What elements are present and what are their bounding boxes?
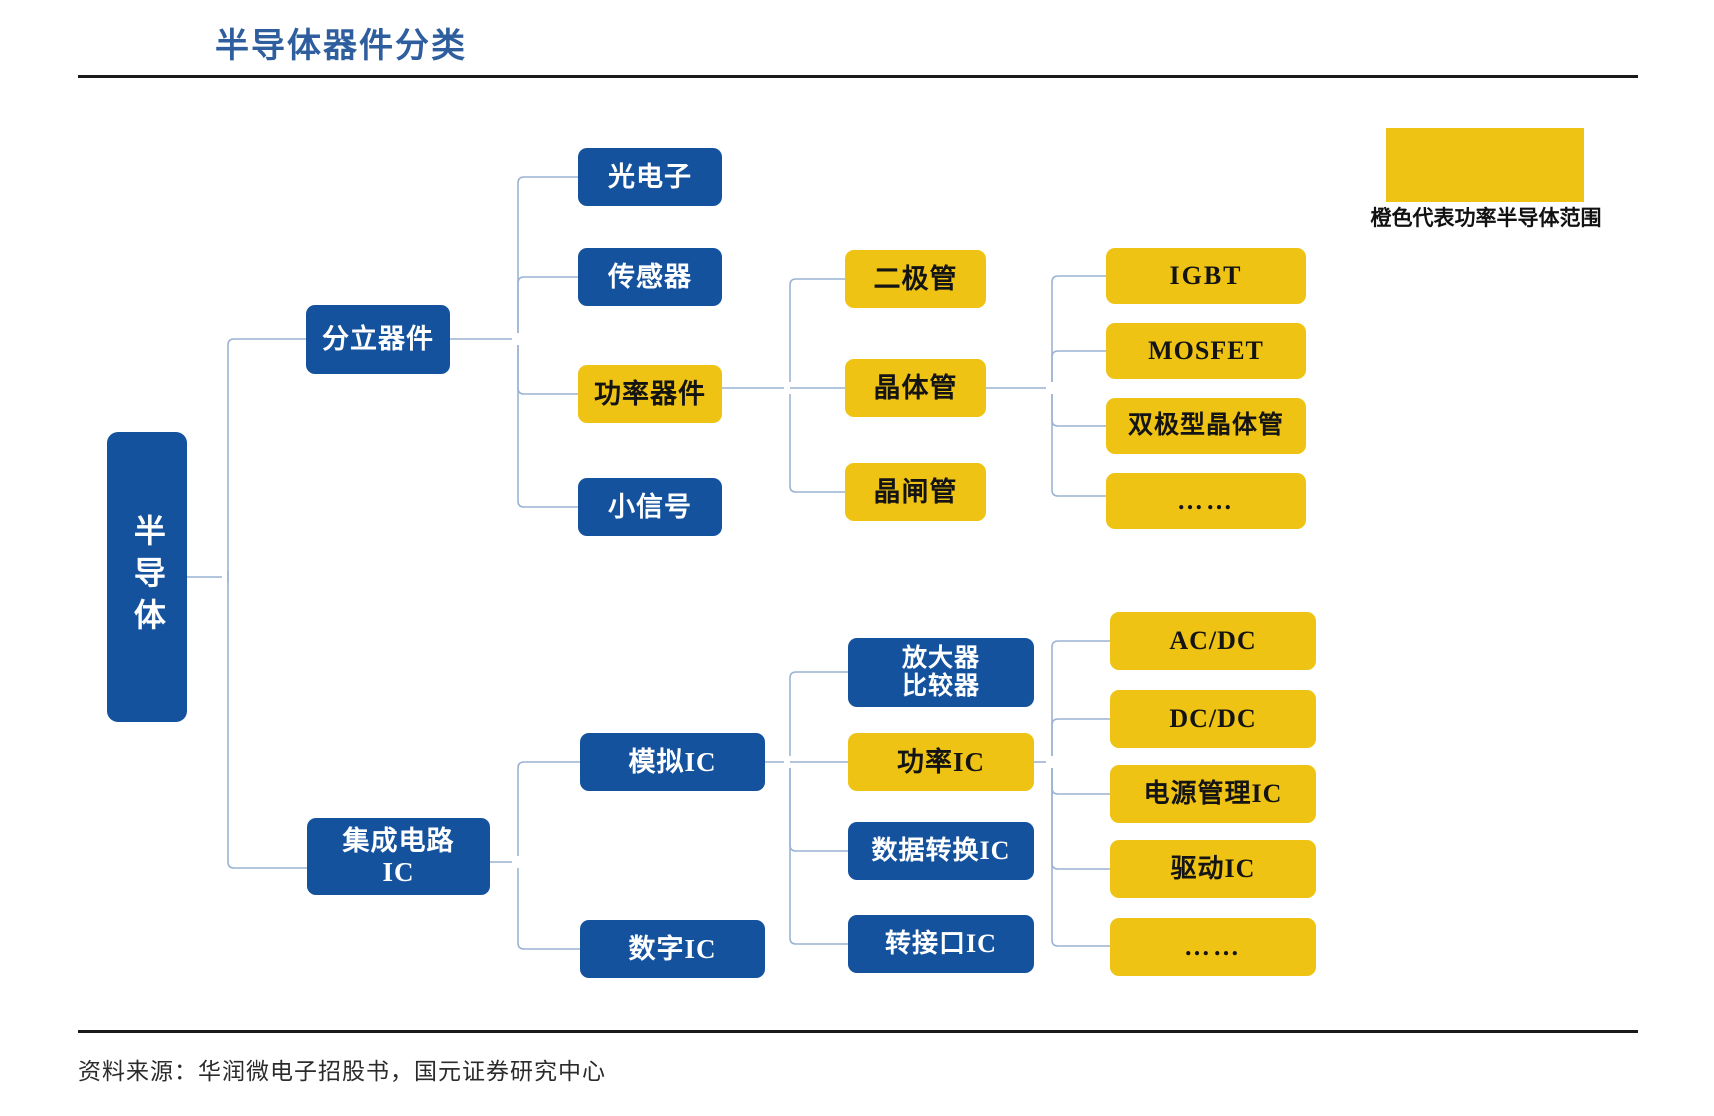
node-ic-ellipsis[interactable]: …… — [1110, 918, 1316, 976]
node-amplifier-comparator[interactable]: 放大器 比较器 — [848, 638, 1034, 707]
node-dc-dc[interactable]: DC/DC — [1110, 690, 1316, 748]
node-optoelectronics[interactable]: 光电子 — [578, 148, 722, 206]
node-discrete-ellipsis[interactable]: …… — [1106, 473, 1306, 529]
source-note: 资料来源：华润微电子招股书，国元证券研究中心 — [78, 1059, 606, 1084]
footer-rule — [78, 1030, 1638, 1033]
node-driver-ic[interactable]: 驱动IC — [1110, 840, 1316, 898]
node-igbt[interactable]: IGBT — [1106, 248, 1306, 304]
legend-color-swatch — [1386, 128, 1584, 202]
node-analog-ic[interactable]: 模拟IC — [580, 733, 765, 791]
node-interface-ic[interactable]: 转接口IC — [848, 915, 1034, 973]
node-diode[interactable]: 二极管 — [845, 250, 986, 308]
node-ac-dc[interactable]: AC/DC — [1110, 612, 1316, 670]
node-semiconductor[interactable]: 半导体 — [107, 432, 187, 722]
node-data-converter-ic[interactable]: 数据转换IC — [848, 822, 1034, 880]
node-mosfet[interactable]: MOSFET — [1106, 323, 1306, 379]
node-power-ic[interactable]: 功率IC — [848, 733, 1034, 791]
node-integrated-circuit[interactable]: 集成电路 IC — [307, 818, 490, 895]
node-small-signal[interactable]: 小信号 — [578, 478, 722, 536]
node-sensor[interactable]: 传感器 — [578, 248, 722, 306]
page-title: 半导体器件分类 — [215, 28, 467, 65]
node-thyristor[interactable]: 晶闸管 — [845, 463, 986, 521]
header-rule — [78, 75, 1638, 78]
legend-label: 橙色代表功率半导体范围 — [1370, 206, 1602, 230]
node-bipolar-transistor[interactable]: 双极型晶体管 — [1106, 398, 1306, 454]
node-discrete-devices[interactable]: 分立器件 — [306, 305, 450, 374]
node-power-management-ic[interactable]: 电源管理IC — [1110, 765, 1316, 823]
node-transistor[interactable]: 晶体管 — [845, 359, 986, 417]
node-digital-ic[interactable]: 数字IC — [580, 920, 765, 978]
node-power-device[interactable]: 功率器件 — [578, 365, 722, 423]
